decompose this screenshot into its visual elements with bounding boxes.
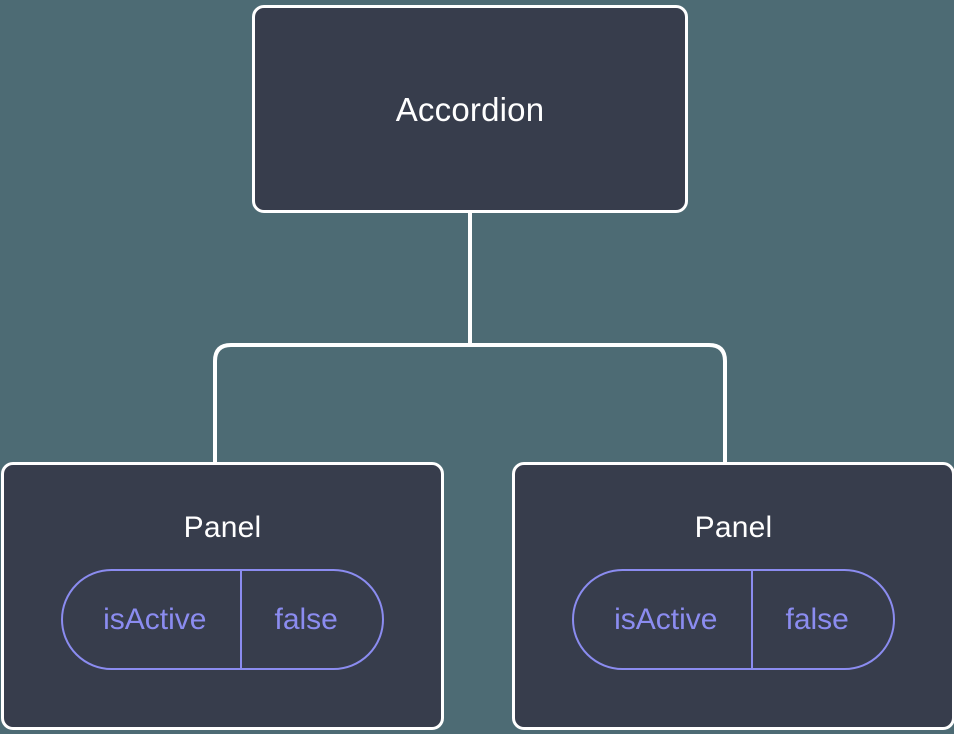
node-panel-2-title: Panel (694, 511, 773, 544)
state-badge-panel-2-key: isActive (614, 602, 718, 636)
node-accordion-title: Accordion (395, 90, 545, 128)
node-panel-1-title: Panel (183, 511, 262, 544)
state-badge-panel-2-key-cell: isActive (574, 571, 754, 668)
state-badge-panel-1-value: false (274, 602, 338, 636)
node-accordion[interactable]: Accordion (252, 5, 688, 213)
state-badge-panel-1-key: isActive (103, 602, 207, 636)
state-badge-panel-1-value-cell: false (242, 571, 381, 668)
edge-branch-right (470, 343, 727, 468)
state-badge-panel-2-value: false (785, 602, 849, 636)
state-badge-panel-2-value-cell: false (753, 571, 892, 668)
state-badge-panel-2[interactable]: isActive false (572, 569, 895, 670)
node-panel-2[interactable]: Panel isActive false (512, 462, 954, 730)
edge-branch-left (213, 343, 470, 468)
state-badge-panel-1-key-cell: isActive (63, 571, 243, 668)
node-panel-1[interactable]: Panel isActive false (1, 462, 444, 730)
state-badge-panel-1[interactable]: isActive false (61, 569, 384, 670)
